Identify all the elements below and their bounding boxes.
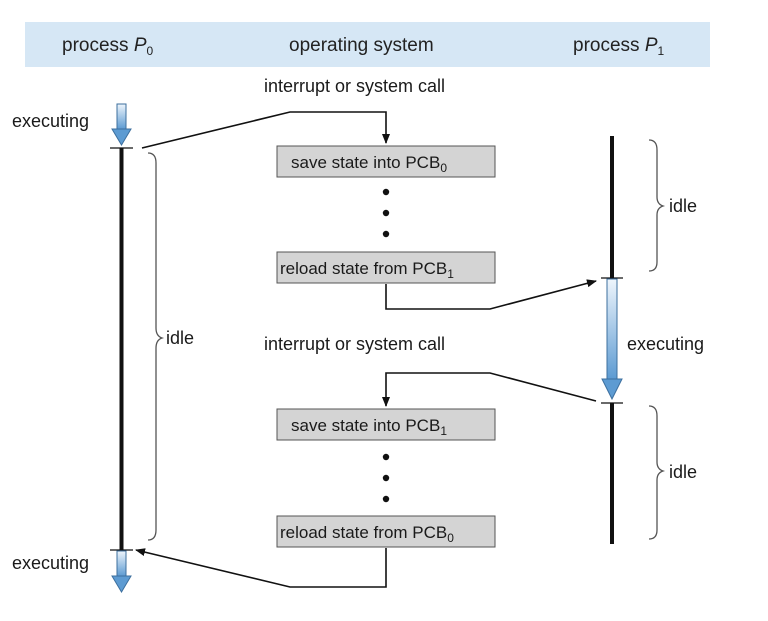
interrupt-label-middle: interrupt or system call bbox=[264, 334, 445, 354]
svg-text:reload state from PCB0: reload state from PCB0 bbox=[280, 523, 454, 545]
svg-text:save state into PCB1: save state into PCB1 bbox=[291, 416, 447, 438]
p0-idle-brace bbox=[147, 152, 165, 541]
interrupt-label-top: interrupt or system call bbox=[264, 76, 445, 96]
header-operating-system: operating system bbox=[289, 35, 434, 56]
os-box-reload-pcb0: reload state from PCB0 bbox=[276, 515, 496, 548]
os-box-save-pcb1: save state into PCB1 bbox=[276, 408, 496, 441]
p0-idle-label: idle bbox=[166, 328, 194, 348]
arrow-reload-pcb0-to-p0 bbox=[135, 548, 387, 588]
os-box-save-pcb0: save state into PCB0 bbox=[276, 145, 496, 178]
os-box-reload-pcb1: reload state from PCB1 bbox=[276, 251, 496, 284]
header-band bbox=[25, 22, 710, 67]
p1-executing-label: executing bbox=[627, 334, 704, 354]
p0-executing-label-top: executing bbox=[12, 111, 89, 131]
p0-executing-arrow-top bbox=[111, 103, 132, 146]
svg-text:reload state from PCB1: reload state from PCB1 bbox=[280, 259, 454, 281]
ellipsis-dots-top bbox=[382, 188, 390, 238]
p1-idle-brace-top bbox=[648, 139, 666, 272]
p1-idle-brace-bottom bbox=[648, 405, 666, 540]
p0-executing-arrow-bottom bbox=[111, 550, 132, 593]
svg-text:save state into PCB0: save state into PCB0 bbox=[291, 153, 447, 175]
p1-idle-label-bottom: idle bbox=[669, 462, 697, 482]
arrow-p0-to-save-pcb0 bbox=[141, 111, 390, 149]
header-process-p0: process P0 bbox=[62, 35, 154, 58]
arrow-reload-pcb1-to-p1 bbox=[385, 279, 597, 310]
header-process-p1: process P1 bbox=[573, 35, 665, 58]
arrow-p1-to-save-pcb1 bbox=[382, 372, 597, 407]
p0-executing-label-bottom: executing bbox=[12, 553, 89, 573]
p1-idle-label-top: idle bbox=[669, 196, 697, 216]
p1-executing-arrow bbox=[601, 278, 623, 401]
ellipsis-dots-bottom bbox=[382, 453, 390, 503]
